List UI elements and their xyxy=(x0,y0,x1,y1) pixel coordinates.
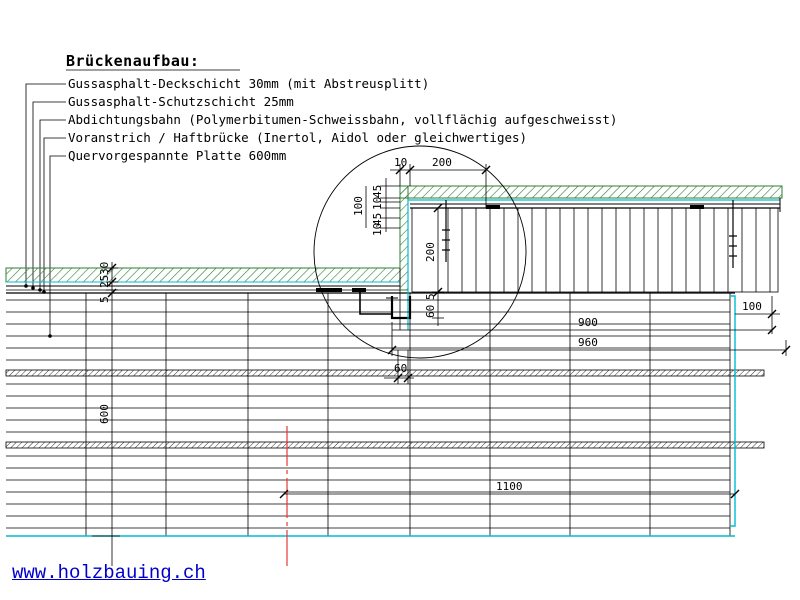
layer-legend: Gussasphalt-Deckschicht 30mm (mit Abstre… xyxy=(68,76,617,163)
dim-100-right: 100 xyxy=(742,300,762,313)
dim-100: 100 xyxy=(352,196,365,216)
slab-edge-accent xyxy=(6,295,736,537)
dim-30: 30 xyxy=(98,262,111,275)
dim-200-vertical: 200 xyxy=(424,242,437,262)
curb-timber xyxy=(411,207,779,293)
dim-45-a: 45 xyxy=(371,185,384,198)
dim-45-c: 45 xyxy=(371,213,384,226)
dimension-labels: 10 200 45 10 100 45 10 200 5 60 5 25 30 … xyxy=(98,156,762,493)
dim-200-top: 200 xyxy=(432,156,452,169)
dim-10-d: 10 xyxy=(371,223,384,236)
sealant-strips xyxy=(316,205,704,292)
drawing-title: Brückenaufbau: xyxy=(66,52,199,70)
dimension-lines xyxy=(92,164,787,566)
leader-dots xyxy=(24,284,52,338)
layer-label-1: Gussasphalt-Deckschicht 30mm (mit Abstre… xyxy=(68,76,429,91)
layer-label-2: Gussasphalt-Schutzschicht 25mm xyxy=(68,94,294,109)
dim-10: 10 xyxy=(394,156,407,169)
dim-10-b: 10 xyxy=(371,197,384,210)
leader-lines xyxy=(25,83,66,336)
dim-5-left: 5 xyxy=(98,296,111,303)
curb-screws xyxy=(442,200,737,268)
dim-60-b: 60 xyxy=(394,362,407,375)
prestressed-slab xyxy=(6,293,731,536)
dim-1100: 1100 xyxy=(496,480,523,493)
dim-900: 900 xyxy=(578,316,598,329)
dim-60-a: 60 xyxy=(424,305,437,318)
website-link[interactable]: www.holzbauing.ch xyxy=(12,562,206,584)
dim-960: 960 xyxy=(578,336,598,349)
dim-5-a: 5 xyxy=(424,293,437,300)
detail-circle xyxy=(313,145,527,359)
layer-label-5: Quervorgespannte Platte 600mm xyxy=(68,148,286,163)
asphalt-layer-curb xyxy=(399,185,783,291)
dim-600: 600 xyxy=(98,404,111,424)
dim-25: 25 xyxy=(98,275,111,288)
layer-label-4: Voranstrich / Haftbrücke (Inertol, Aidol… xyxy=(68,130,527,145)
prestress-strands xyxy=(5,369,765,449)
dimension-ticks xyxy=(107,165,791,499)
layer-label-3: Abdichtungsbahn (Polymerbitumen-Schweiss… xyxy=(68,112,617,127)
